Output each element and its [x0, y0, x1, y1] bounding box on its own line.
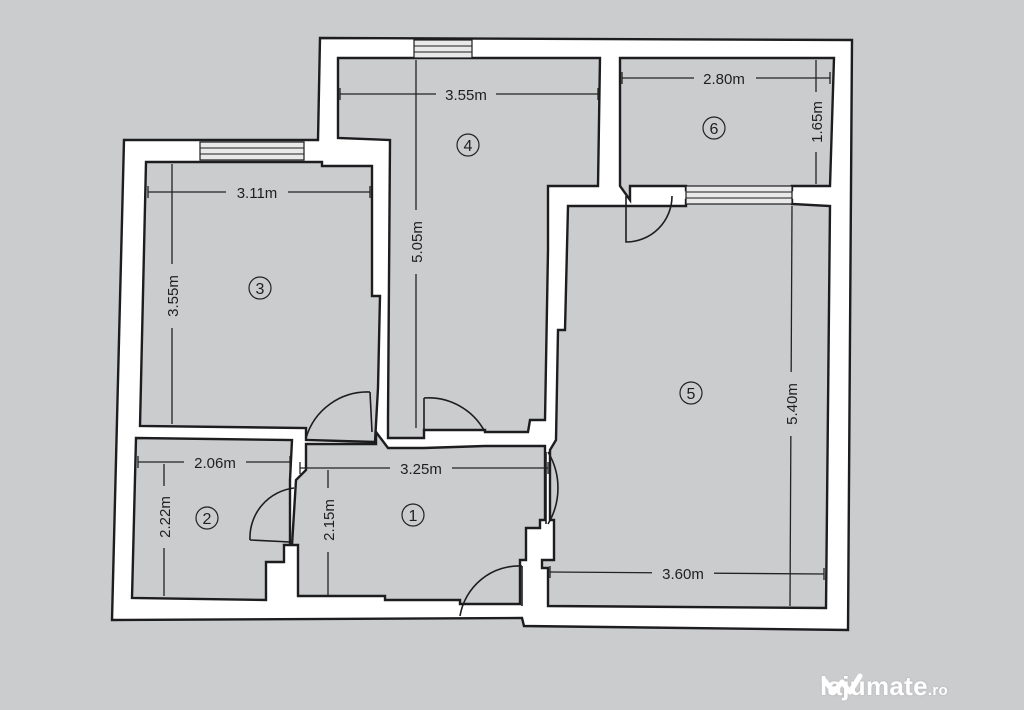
svg-text:6: 6: [710, 121, 719, 138]
window-room-3: [199, 141, 305, 161]
dim-room4-width: 3.55m: [339, 86, 599, 104]
window-room-5: [685, 185, 793, 205]
dim-room3-depth-label: 3.55m: [165, 275, 182, 317]
dim-room1-depth-label: 2.15m: [321, 499, 338, 541]
svg-text:3: 3: [256, 281, 265, 298]
dim-room3-width-label: 3.11m: [237, 185, 278, 202]
dim-room1-width-label: 3.25m: [400, 461, 442, 478]
dim-room5-width: 3.60m: [549, 565, 825, 583]
room-number-2: 2: [195, 506, 219, 530]
dim-room1-depth: 2.15m: [318, 470, 338, 596]
room-number-3: 3: [248, 276, 272, 300]
door-room-5: [545, 451, 559, 525]
dim-room5-width-label: 3.60m: [662, 566, 704, 583]
dim-room6-width: 2.80m: [621, 70, 831, 88]
room-number-4: 4: [456, 133, 480, 157]
dim-room6-depth: 1.65m: [806, 60, 826, 184]
dim-room2-depth: 2.22m: [154, 464, 174, 596]
door-room-6: [625, 195, 673, 243]
window-room-4: [413, 39, 473, 59]
svg-text:2: 2: [203, 511, 212, 528]
door-room-2: [249, 487, 295, 543]
svg-text:5: 5: [687, 386, 696, 403]
door-entrance: [459, 565, 523, 617]
room-1-floor: [290, 428, 547, 606]
dim-room1-width: 3.25m: [299, 460, 549, 478]
heart-check-icon: [821, 673, 863, 695]
room-3-floor: [138, 160, 382, 444]
dim-room2-depth-label: 2.22m: [157, 496, 174, 538]
dim-room4-depth: 5.05m: [406, 60, 426, 428]
dim-room3-width: 3.11m: [147, 184, 371, 202]
dim-room5-depth: 5.40m: [781, 205, 801, 607]
room-number-1: 1: [401, 503, 425, 527]
room-2-floor: [130, 436, 294, 602]
svg-text:4: 4: [464, 138, 473, 155]
dim-room3-depth: 3.55m: [162, 164, 182, 424]
svg-text:1: 1: [409, 508, 418, 525]
dim-room5-depth-label: 5.40m: [784, 383, 801, 425]
door-room-4: [423, 397, 486, 434]
watermark-suffix: .ro: [927, 681, 948, 699]
dim-room4-width-label: 3.55m: [445, 87, 487, 104]
dim-room6-width-label: 2.80m: [703, 71, 745, 88]
room-number-5: 5: [679, 381, 703, 405]
dim-room2-width: 2.06m: [137, 454, 291, 472]
dim-room4-depth-label: 5.05m: [409, 221, 426, 263]
watermark-logo: lajumate.ro: [820, 668, 1020, 704]
door-room-3: [305, 391, 373, 439]
dim-room2-width-label: 2.06m: [194, 455, 236, 472]
room-number-6: 6: [702, 116, 726, 140]
dim-room6-depth-label: 1.65m: [809, 101, 826, 143]
